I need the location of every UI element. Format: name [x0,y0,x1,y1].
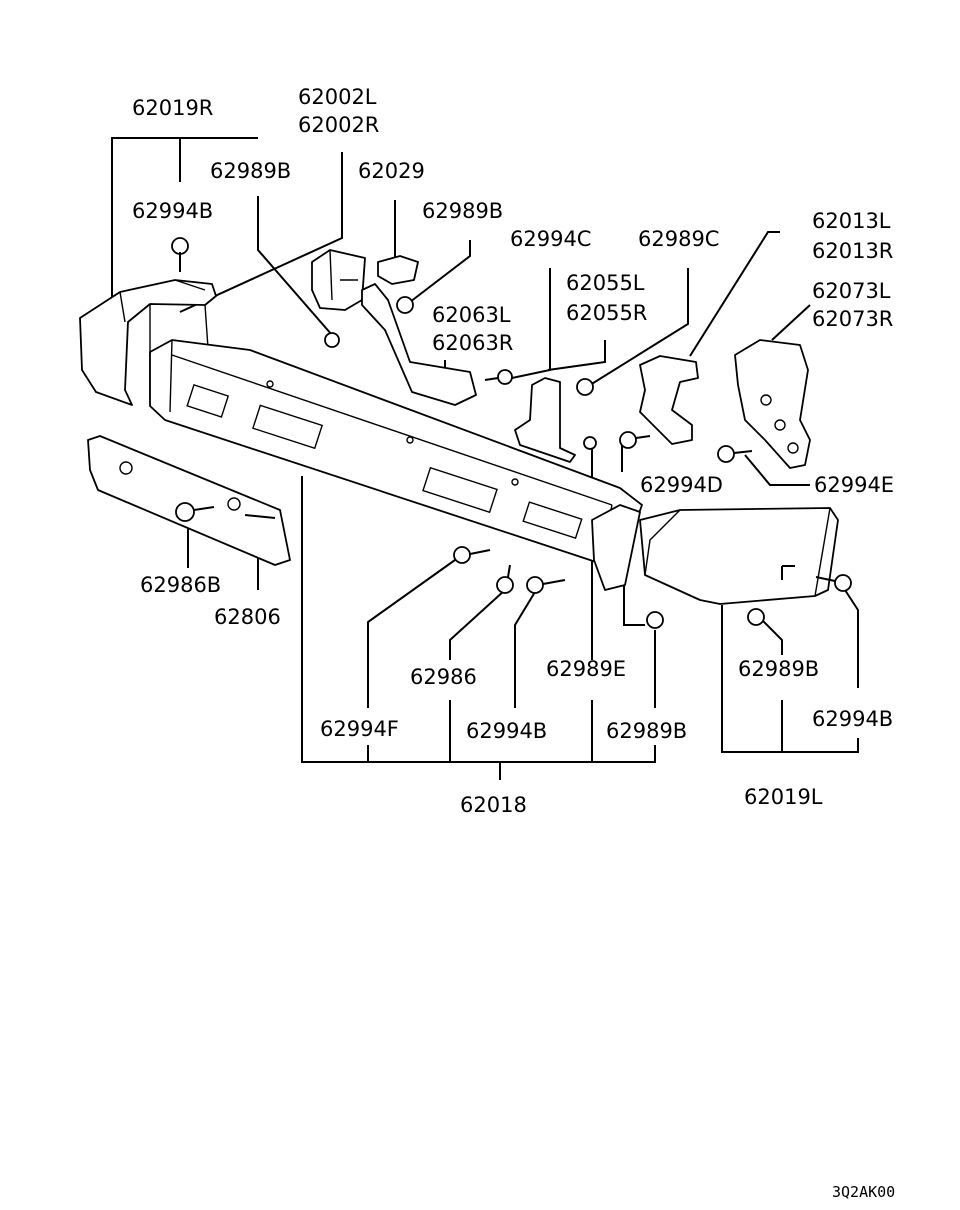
label-62989B-d: 62989B [606,719,687,743]
stay-62002 [311,249,366,311]
bolt-62994D [619,431,651,449]
label-62019R: 62019R [132,96,213,120]
bolt-62994E [717,445,753,463]
label-62073L: 62073L [812,279,891,303]
nut-62989B-lower [646,611,664,629]
label-62986B: 62986B [140,573,221,597]
label-62055R: 62055R [566,301,647,325]
label-62002L: 62002L [298,85,377,109]
clip-62029 [377,255,419,285]
label-62013R: 62013R [812,239,893,263]
label-62806: 62806 [214,605,281,629]
label-62073R: 62073R [812,307,893,331]
stay-62013 [639,355,699,445]
label-62989C: 62989C [638,227,719,251]
label-62994C: 62994C [510,227,591,251]
bolt-62986B [175,502,215,522]
label-62994E: 62994E [814,473,894,497]
bolt-62994F [453,546,491,564]
nut-62989B-right [747,608,765,626]
nut-62989B-left [324,332,340,348]
bolt-62994C [484,369,513,385]
label-62013L: 62013L [812,209,891,233]
stay-62073 [734,339,811,469]
nut-62989E [583,436,597,450]
label-62994D: 62994D [640,473,723,497]
bolt-62986 [496,564,514,594]
label-62989B-c: 62989B [738,657,819,681]
nut-62989C [576,378,594,396]
label-62989E: 62989E [546,657,626,681]
stay-62055 [514,377,576,463]
label-62029: 62029 [358,159,425,183]
figure-code: 3Q2AK00 [832,1183,895,1201]
bolt-62994B-top [171,237,189,272]
bolt-62994B-right [815,574,852,592]
nut-62989B-upper [396,296,414,314]
label-62989B-b: 62989B [422,199,503,223]
label-62994B-a: 62994B [132,199,213,223]
label-62063L: 62063L [432,303,511,327]
bumper-end-right [639,507,839,605]
bumper-face-bar [149,339,643,571]
label-62019L: 62019L [744,785,823,809]
label-62018: 62018 [460,793,527,817]
label-62002R: 62002R [298,113,379,137]
part-labels: 62019R 62002L 62002R 62989B 62029 62994B… [132,85,895,1201]
lower-apron-plate [87,435,291,566]
label-62989B-a: 62989B [210,159,291,183]
fasteners [171,237,852,629]
stay-62063 [361,283,477,406]
bolt-62994B-center [526,576,566,594]
side-bracket-right [591,504,641,591]
label-62055L: 62055L [566,271,645,295]
label-62994F: 62994F [320,717,399,741]
label-62994B-c: 62994B [812,707,893,731]
label-62063R: 62063R [432,331,513,355]
label-62994B-b: 62994B [466,719,547,743]
leader-lines [111,137,859,780]
label-62986: 62986 [410,665,477,689]
